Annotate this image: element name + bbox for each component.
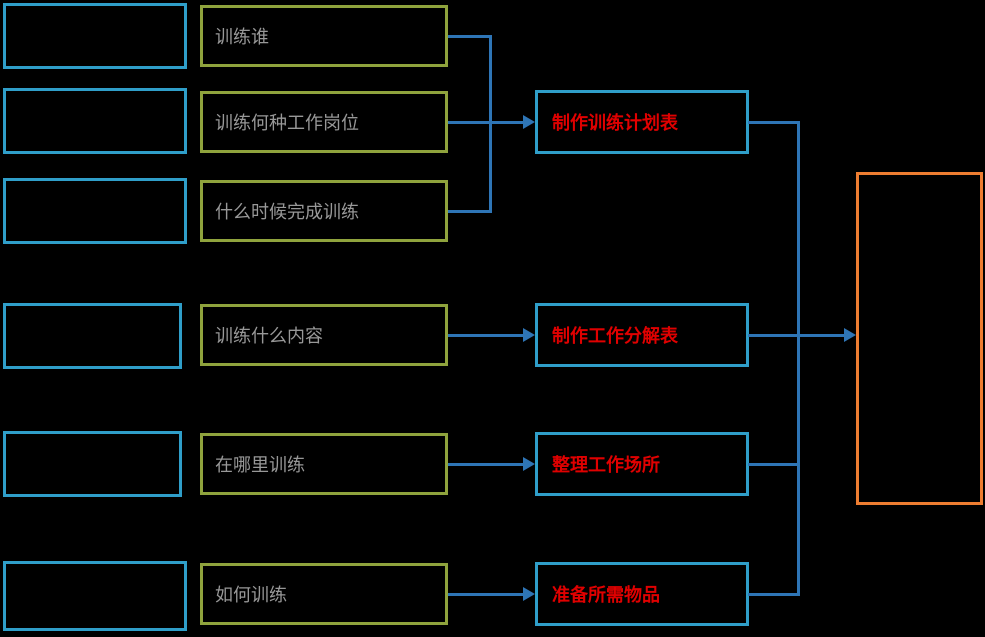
connector-line (748, 593, 800, 596)
question-label: 训练谁 (215, 27, 269, 48)
action-box-work-breakdown: 制作工作分解表 (535, 303, 749, 367)
question-box-where: 在哪里训练 (200, 433, 448, 495)
arrowhead-icon (523, 115, 535, 129)
connector-line (448, 121, 524, 124)
connector-line (448, 35, 492, 38)
arrowhead-icon (523, 328, 535, 342)
left-box-4 (3, 303, 182, 369)
question-box-job: 训练何种工作岗位 (200, 91, 448, 153)
question-box-who: 训练谁 (200, 5, 448, 67)
left-box-1 (3, 3, 187, 69)
arrowhead-icon (523, 457, 535, 471)
connector-line (748, 463, 800, 466)
connector-line (489, 35, 492, 213)
connector-line (448, 334, 524, 337)
question-label: 在哪里训练 (215, 455, 305, 476)
action-label: 整理工作场所 (552, 455, 660, 476)
question-box-deadline: 什么时候完成训练 (200, 180, 448, 242)
left-box-5 (3, 431, 182, 497)
question-box-how: 如何训练 (200, 563, 448, 625)
connector-line (448, 210, 492, 213)
arrowhead-icon (523, 587, 535, 601)
action-label: 制作工作分解表 (552, 326, 678, 347)
connector-line (748, 334, 844, 337)
result-box (856, 172, 983, 505)
connector-line (448, 463, 524, 466)
left-box-6 (3, 561, 187, 631)
action-box-supplies: 准备所需物品 (535, 562, 749, 626)
action-label: 制作训练计划表 (552, 113, 678, 134)
action-box-workplace: 整理工作场所 (535, 432, 749, 496)
question-label: 如何训练 (215, 585, 287, 606)
question-box-content: 训练什么内容 (200, 304, 448, 366)
question-label: 什么时候完成训练 (215, 202, 359, 223)
question-label: 训练何种工作岗位 (215, 113, 359, 134)
question-label: 训练什么内容 (215, 326, 323, 347)
left-box-2 (3, 88, 187, 154)
connector-line (797, 121, 800, 596)
connector-line (748, 121, 800, 124)
left-box-3 (3, 178, 187, 244)
action-label: 准备所需物品 (552, 585, 660, 606)
arrowhead-icon (844, 328, 856, 342)
action-box-training-plan: 制作训练计划表 (535, 90, 749, 154)
connector-line (448, 593, 524, 596)
